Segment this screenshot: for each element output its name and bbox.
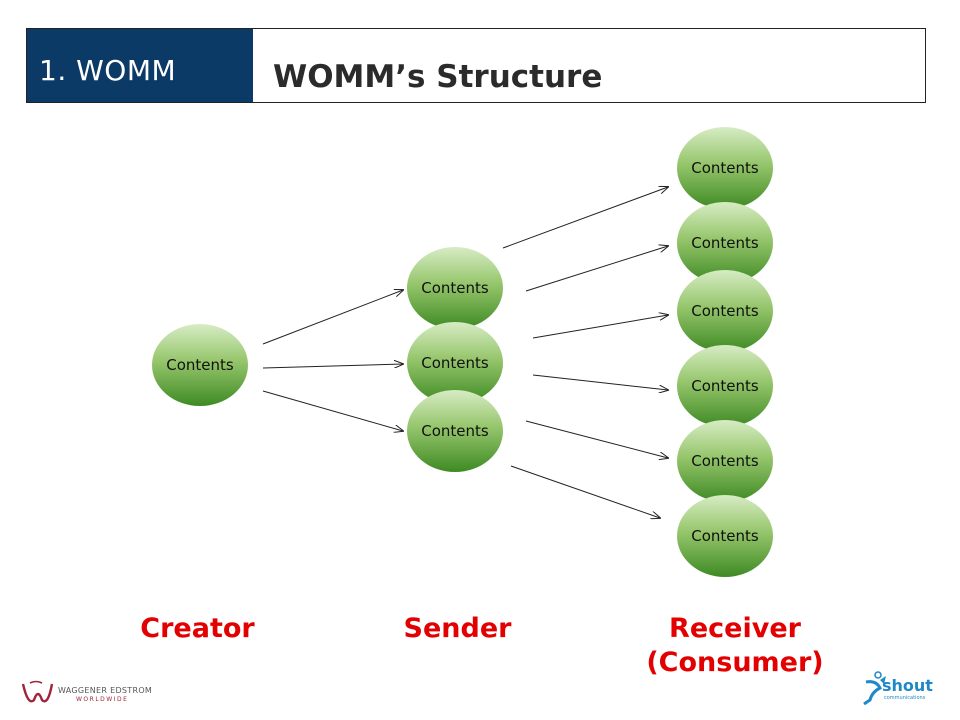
- we-logo-mark-icon: [21, 680, 54, 703]
- flow-arrow: [510, 465, 660, 518]
- sender-node-shape: [407, 390, 503, 472]
- receiver-node-shape: [677, 345, 773, 427]
- receiver-node-label: Contents: [691, 159, 759, 177]
- receiver-node-shape: [677, 270, 773, 352]
- receiver-node-shape: [677, 420, 773, 502]
- sender-label: Sender: [403, 613, 512, 644]
- receiver-node: Contents: [677, 127, 773, 209]
- flow-arrow: [262, 364, 403, 369]
- flow-arrow: [262, 290, 403, 345]
- sender-node: Contents: [407, 247, 503, 329]
- we-logo-sub: WORLDWIDE: [76, 695, 129, 703]
- creator-node: Contents: [152, 324, 248, 406]
- sender-node-label: Contents: [421, 354, 489, 372]
- waggener-edstrom-logo: WAGGENER EDSTROM WORLDWIDE: [20, 676, 152, 712]
- flow-arrow: [502, 187, 668, 249]
- receiver-node-label: Contents: [691, 302, 759, 320]
- section-tab: 1. WOMM: [27, 29, 253, 102]
- sender-node-label: Contents: [421, 422, 489, 440]
- receiver-node: Contents: [677, 202, 773, 284]
- arrows-layer: [262, 187, 668, 518]
- creator-label: Creator: [140, 613, 255, 644]
- slide-header: 1. WOMM WOMM’s Structure: [26, 28, 926, 103]
- creator-node-label: Contents: [166, 356, 234, 374]
- creator-node-shape: [152, 324, 248, 406]
- we-logo-name: WAGGENER EDSTROM: [58, 685, 153, 695]
- nodes-layer: ContentsContentsContentsContentsContents…: [152, 127, 773, 577]
- sender-node-shape: [407, 322, 503, 404]
- flow-arrow: [532, 374, 668, 390]
- shout-logo-sub: communications: [884, 695, 926, 701]
- sender-node-shape: [407, 247, 503, 329]
- receiver-node-shape: [677, 202, 773, 284]
- sender-node: Contents: [407, 390, 503, 472]
- sender-node: Contents: [407, 322, 503, 404]
- receiver-node: Contents: [677, 495, 773, 577]
- receiver-node-label: Contents: [691, 234, 759, 252]
- shout-communications-logo: shout communications: [860, 670, 934, 716]
- flow-arrow: [262, 390, 403, 431]
- receiver-node: Contents: [677, 420, 773, 502]
- shout-logo-name: shout: [882, 676, 933, 695]
- sender-node-label: Contents: [421, 279, 489, 297]
- receiver-node-shape: [677, 127, 773, 209]
- receiver-node-label: Contents: [691, 527, 759, 545]
- receiver-label: Receiver (Consumer): [615, 612, 855, 680]
- flow-arrow: [525, 420, 668, 458]
- receiver-node-shape: [677, 495, 773, 577]
- receiver-label-line1: Receiver: [669, 613, 801, 644]
- flow-arrow: [532, 315, 668, 339]
- receiver-node-label: Contents: [691, 452, 759, 470]
- receiver-node: Contents: [677, 270, 773, 352]
- receiver-label-line2: (Consumer): [646, 647, 824, 678]
- shout-figure-icon: [863, 671, 886, 706]
- receiver-node-label: Contents: [691, 377, 759, 395]
- receiver-node: Contents: [677, 345, 773, 427]
- flow-arrow: [525, 246, 668, 292]
- slide-title: WOMM’s Structure: [273, 58, 603, 95]
